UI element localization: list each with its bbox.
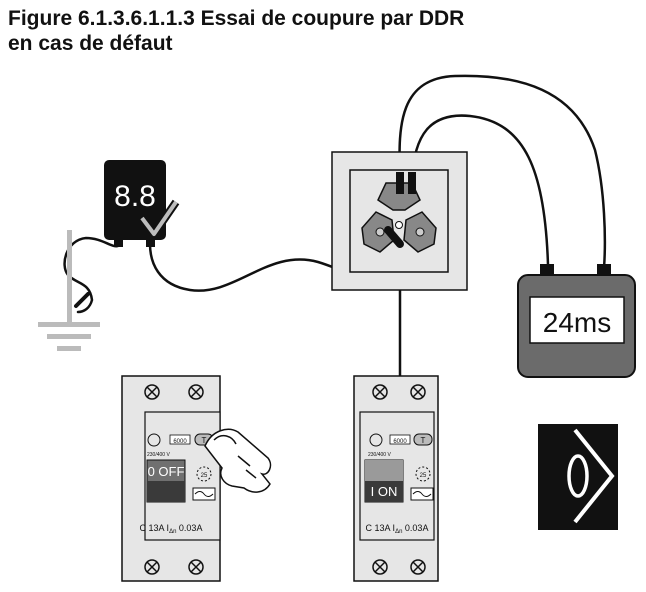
wire-timer-left [410, 114, 550, 267]
timer-device: 24ms [517, 264, 636, 378]
breaker-right-voltage: 230/400 V [368, 452, 391, 458]
breaker-left-temp: 25 [201, 473, 208, 479]
wall-socket [331, 151, 468, 291]
breaker-left-test-button: T [202, 436, 207, 445]
eye-inspection-icon [538, 424, 618, 530]
tester-display: 8.8 [114, 180, 156, 213]
figure-title-line1: Figure 6.1.3.6.1.1.3 Essai de coupure pa… [8, 7, 465, 30]
breaker-left: 6000 T 230/400 V 0 OFF 25 C 13A IΔn 0.03… [121, 375, 272, 582]
wire-timer-right [398, 74, 607, 270]
breaker-right-rating: 6000 [393, 439, 407, 445]
breaker-right-test-button: T [421, 436, 426, 445]
breaker-right: 6000 T 230/400 V I ON 25 C 13A IΔn 0.03A [353, 375, 439, 582]
breaker-right-caption: C 13A IΔn 0.03A [366, 523, 429, 535]
timer-display: 24ms [543, 307, 611, 338]
figure-title: Figure 6.1.3.6.1.1.3 Essai de coupure pa… [8, 6, 638, 56]
breaker-left-state: 0 OFF [148, 464, 185, 479]
hand-pressing-icon [204, 428, 272, 493]
breaker-right-temp: 25 [420, 473, 427, 479]
tester-device: 8.8 [104, 160, 180, 247]
breaker-right-state: I ON [371, 484, 398, 499]
wire-tester-ground [63, 236, 120, 314]
earth-ground-icon [38, 230, 100, 351]
breaker-left-caption: C 13A IΔn 0.03A [140, 523, 203, 535]
breaker-left-voltage: 230/400 V [147, 452, 170, 458]
figure-title-line2: en cas de défaut [8, 32, 173, 55]
breaker-left-rating: 6000 [173, 439, 187, 445]
